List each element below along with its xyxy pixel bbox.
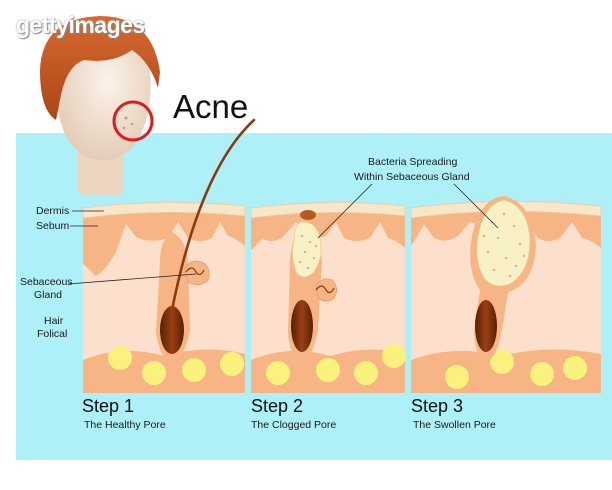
leader-lines [67, 183, 499, 285]
fat-cell [220, 352, 244, 376]
hair-bulb [291, 300, 313, 352]
sebum-layer [83, 212, 245, 276]
bacteria-dots [483, 213, 525, 277]
fat-cell [490, 350, 514, 374]
bacteria-leader-2 [453, 183, 499, 229]
step-2-title: Step 2 [251, 396, 304, 416]
fat-cell [445, 365, 469, 389]
fat-cell [382, 344, 406, 368]
skin-surface [82, 202, 246, 219]
pore-plug [300, 210, 316, 220]
step-1-subtitle: The Healthy Pore [84, 419, 166, 431]
bacteria-dots [299, 235, 317, 269]
hair [40, 16, 160, 120]
fat-cell [316, 358, 340, 382]
diagram-title: Acne [173, 88, 249, 125]
skin-surface [250, 202, 406, 219]
panel-swollen-pore [410, 196, 602, 393]
panel-clogged-pore [250, 202, 406, 393]
label-sebum: Sebum [36, 220, 70, 232]
step-3-subtitle: The Swollen Pore [413, 419, 496, 431]
label-bacteria-line1: Bacteria Spreading [368, 156, 458, 168]
label-sebaceous-line2: Gland [34, 289, 63, 301]
bacteria-leader-1 [317, 183, 373, 239]
step-2-subtitle: The Clogged Pore [251, 419, 337, 431]
label-hair-line1: Hair [44, 315, 64, 327]
highlight-circle [112, 100, 154, 142]
fat-cell [354, 361, 378, 385]
pimples [122, 116, 134, 130]
gland-duct [315, 285, 335, 294]
fat-cell [108, 346, 132, 370]
fat-cell [530, 362, 554, 386]
bacteria-cluster [292, 221, 322, 278]
label-hair-line2: Folical [37, 328, 68, 340]
gland-duct [185, 267, 205, 276]
label-bacteria-line2: Within Sebaceous Gland [354, 171, 470, 183]
fat-cell [142, 361, 166, 385]
hair-shaft [170, 118, 256, 312]
fat-cell [266, 361, 290, 385]
hair-bulb [160, 306, 184, 354]
fat-cell [182, 358, 206, 382]
label-dermis: Dermis [36, 205, 70, 217]
sebaceous-leader [67, 273, 197, 285]
sebum-layer [251, 212, 405, 250]
step-3-title: Step 3 [411, 396, 464, 416]
label-sebaceous-line1: Sebaceous [20, 276, 73, 288]
panel-healthy-pore [82, 118, 256, 393]
step-1-title: Step 1 [82, 396, 135, 416]
watermark: gettyimages [16, 12, 145, 38]
hair-bulb [475, 300, 497, 352]
bacteria-cluster [476, 199, 531, 287]
head-illustration [40, 16, 160, 195]
fat-cell [563, 356, 587, 380]
